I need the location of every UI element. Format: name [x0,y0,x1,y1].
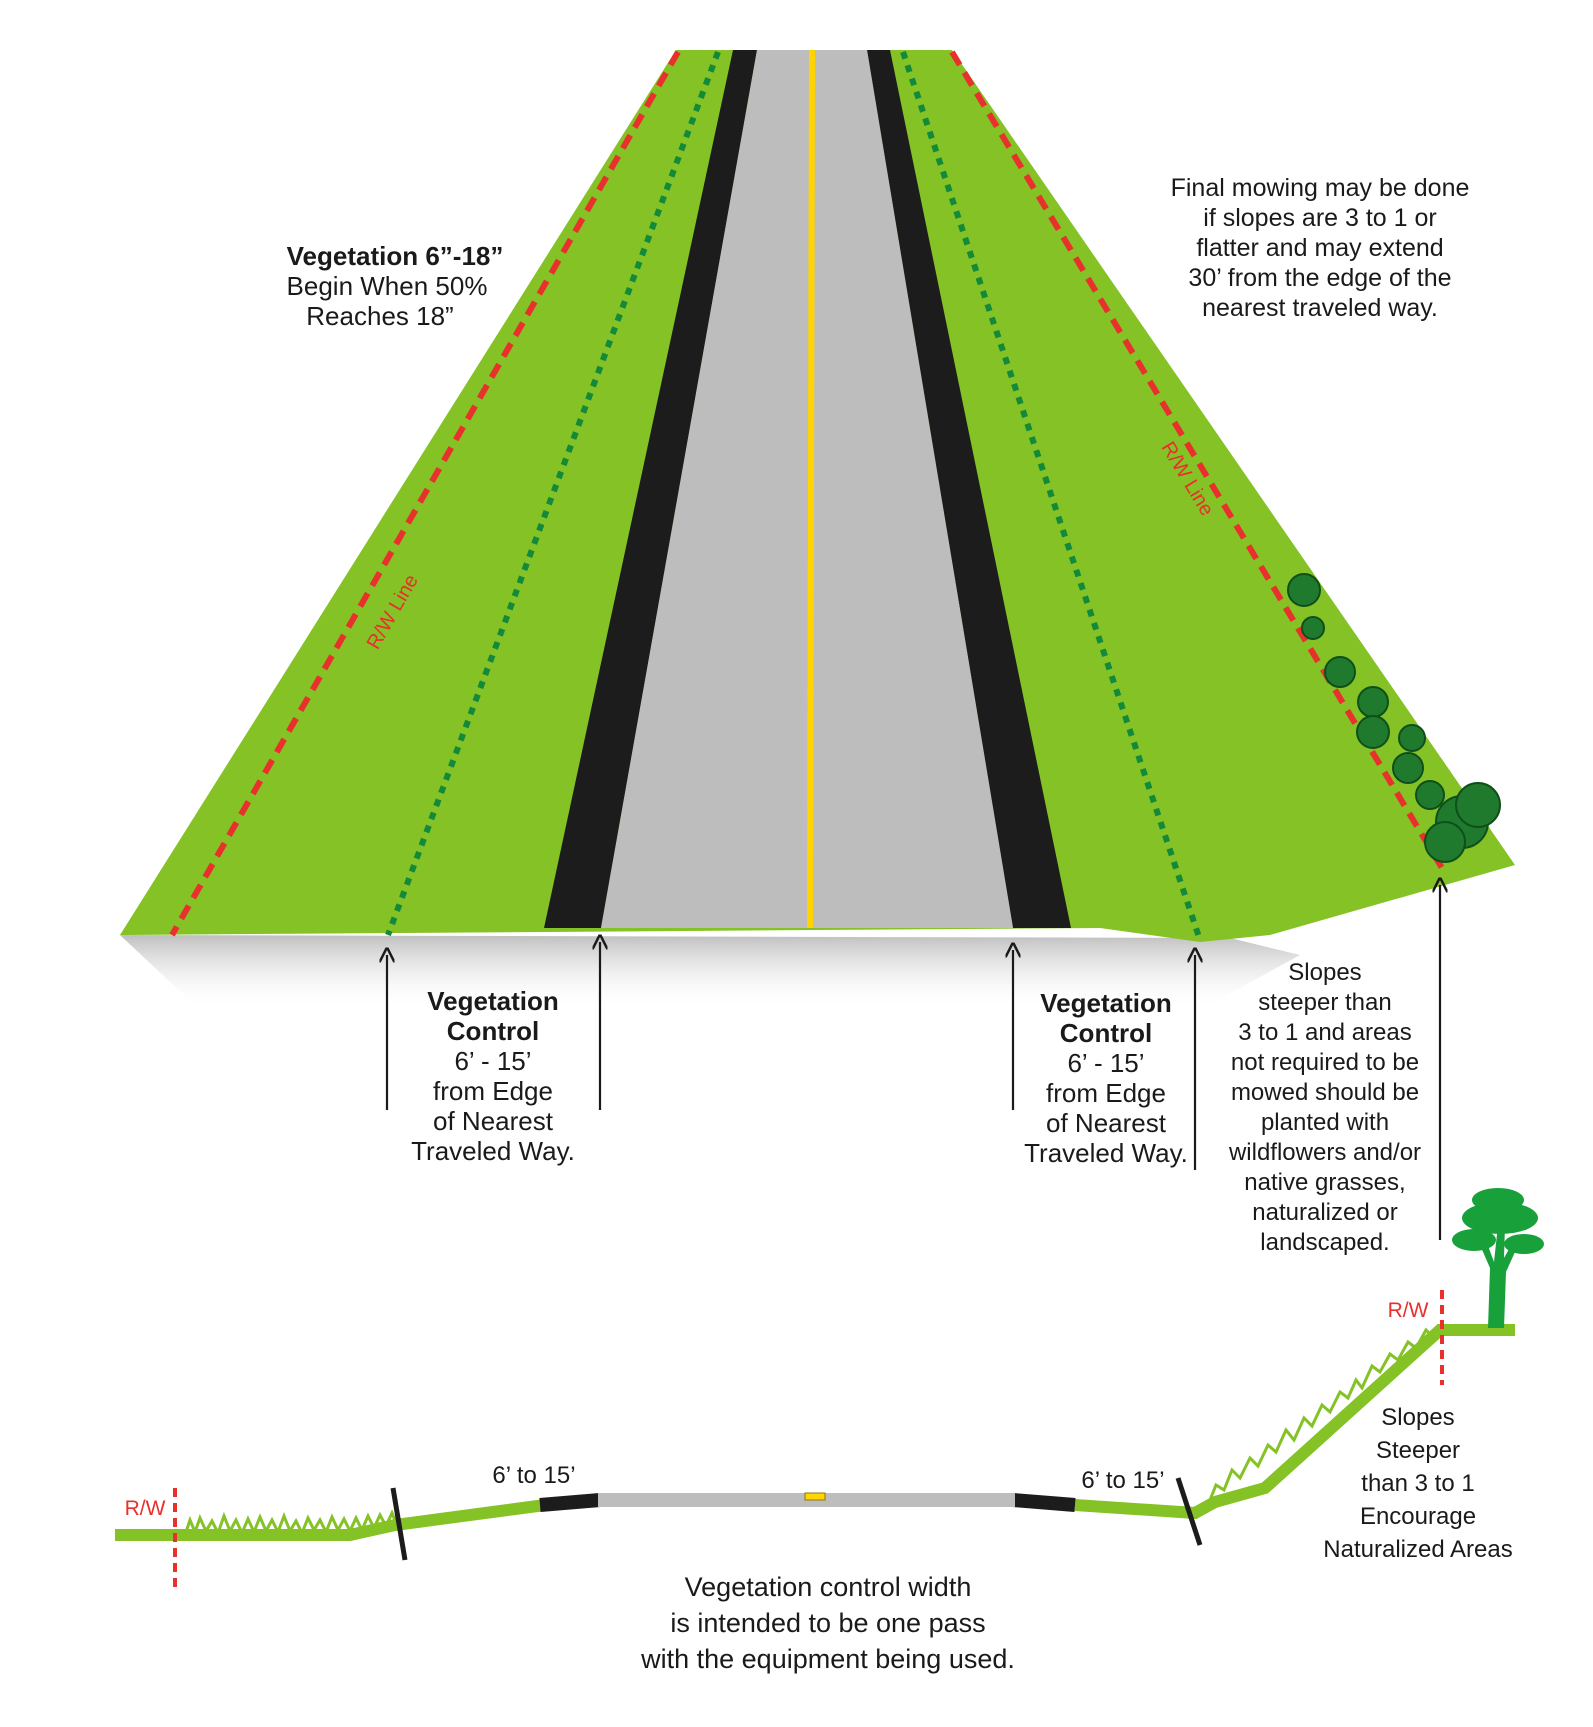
right-shoulder [867,50,1071,928]
steep-slopes-line: not required to be [1231,1049,1419,1076]
right-control-title: Vegetation [1040,988,1171,1018]
rw-label-left: R/W [125,1497,166,1520]
mowing-note-line: flatter and may extend [1196,234,1443,262]
slope-note-line: Slopes [1381,1404,1454,1431]
left-control-title: Control [447,1016,539,1046]
steep-slopes-note: Slopes steeper than 3 to 1 and areas not… [1228,959,1421,1256]
section-shoulder-left [539,1493,601,1512]
tree-icon [1452,1188,1544,1328]
control-line-right [900,51,1203,941]
shrub-cluster [1287,573,1501,863]
right-control-label: Vegetation Control 6’ - 15’ from Edge of… [1024,988,1188,1168]
steep-slopes-line: steeper than [1258,989,1391,1016]
veg-height-line: Reaches 18” [306,301,453,331]
left-control-title: Vegetation [427,986,558,1016]
left-control-line: from Edge [433,1076,553,1106]
left-control-label: Vegetation Control 6’ - 15’ from Edge of… [411,986,575,1166]
plan-view: Vegetation 6”-18” Begin When 50% Reaches… [120,49,1515,1256]
travel-lanes [601,50,1013,928]
mowing-note: Final mowing may be done if slopes are 3… [1171,174,1470,322]
slope-note-line: Steeper [1376,1437,1460,1464]
section-shoulder-right [1012,1493,1076,1512]
shrub-icon [1424,821,1466,863]
steep-slopes-line: landscaped. [1260,1229,1389,1256]
shrub-icon [1301,616,1325,640]
tree-canopy [1472,1188,1524,1212]
right-control-line: of Nearest [1046,1108,1167,1138]
mowing-note-line: Final mowing may be done [1171,174,1470,202]
right-control-line: Traveled Way. [1024,1138,1188,1168]
shrub-icon [1324,656,1356,688]
ground-profile [115,1499,546,1541]
mowing-note-line: nearest traveled way. [1202,294,1438,322]
left-control-line: 6’ - 15’ [454,1046,531,1076]
grass-tufts-right [1208,1327,1434,1501]
slope-note-line: Encourage [1360,1503,1476,1530]
steep-slopes-line: 3 to 1 and areas [1238,1019,1411,1046]
shrub-icon [1455,782,1501,828]
steep-slopes-line: mowed should be [1231,1079,1419,1106]
shrub-icon [1287,573,1321,607]
shrub-icon [1392,752,1424,784]
mowing-note-line: if slopes are 3 to 1 or [1203,204,1436,232]
shrub-icon [1415,780,1445,810]
width-label-left: 6’ to 15’ [492,1462,575,1489]
right-control-line: 6’ - 15’ [1067,1048,1144,1078]
veg-height-line: Begin When 50% [287,271,488,301]
slope-note: Slopes Steeper than 3 to 1 Encourage Nat… [1323,1404,1512,1563]
shrub-icon [1357,686,1389,718]
shrub-icon [1356,715,1390,749]
caption-line: is intended to be one pass [670,1608,985,1638]
slope-note-line: Naturalized Areas [1323,1536,1512,1563]
slope-note-line: than 3 to 1 [1361,1470,1474,1497]
right-control-title: Control [1060,1018,1152,1048]
road-shadow [120,935,1300,1010]
cross-section: R/W R/W 6’ to 15’ 6’ to 15’ Slopes Steep… [115,1188,1544,1674]
shrub-icon [1398,724,1426,752]
steep-slopes-line: Slopes [1288,959,1361,986]
caption: Vegetation control width is intended to … [640,1572,1015,1674]
caption-line: with the equipment being used. [640,1644,1015,1674]
mowing-note-line: 30’ from the edge of the [1188,264,1451,292]
section-centerline [804,1492,826,1501]
veg-height-title: Vegetation 6”-18” [287,241,504,271]
control-limit-tick-left [390,1487,408,1561]
tree-canopy [1462,1202,1538,1234]
tree-canopy [1504,1234,1544,1254]
steep-slopes-line: naturalized or [1252,1199,1397,1226]
tree-canopy [1452,1229,1496,1251]
steep-slopes-line: planted with [1261,1109,1389,1136]
rw-label-right: R/W [1388,1299,1429,1322]
centerline [807,49,815,929]
left-control-line: of Nearest [433,1106,554,1136]
steep-slopes-line: wildflowers and/or [1228,1139,1421,1166]
ground-profile-right [1074,1324,1515,1520]
control-line-left [385,50,721,937]
rw-line-left [169,50,681,937]
steep-slopes-line: native grasses, [1244,1169,1405,1196]
control-limit-tick-right [1175,1477,1203,1546]
left-shoulder [544,50,757,928]
width-label-right: 6’ to 15’ [1081,1467,1164,1494]
caption-line: Vegetation control width [685,1572,972,1602]
left-control-line: Traveled Way. [411,1136,575,1166]
right-control-line: from Edge [1046,1078,1166,1108]
